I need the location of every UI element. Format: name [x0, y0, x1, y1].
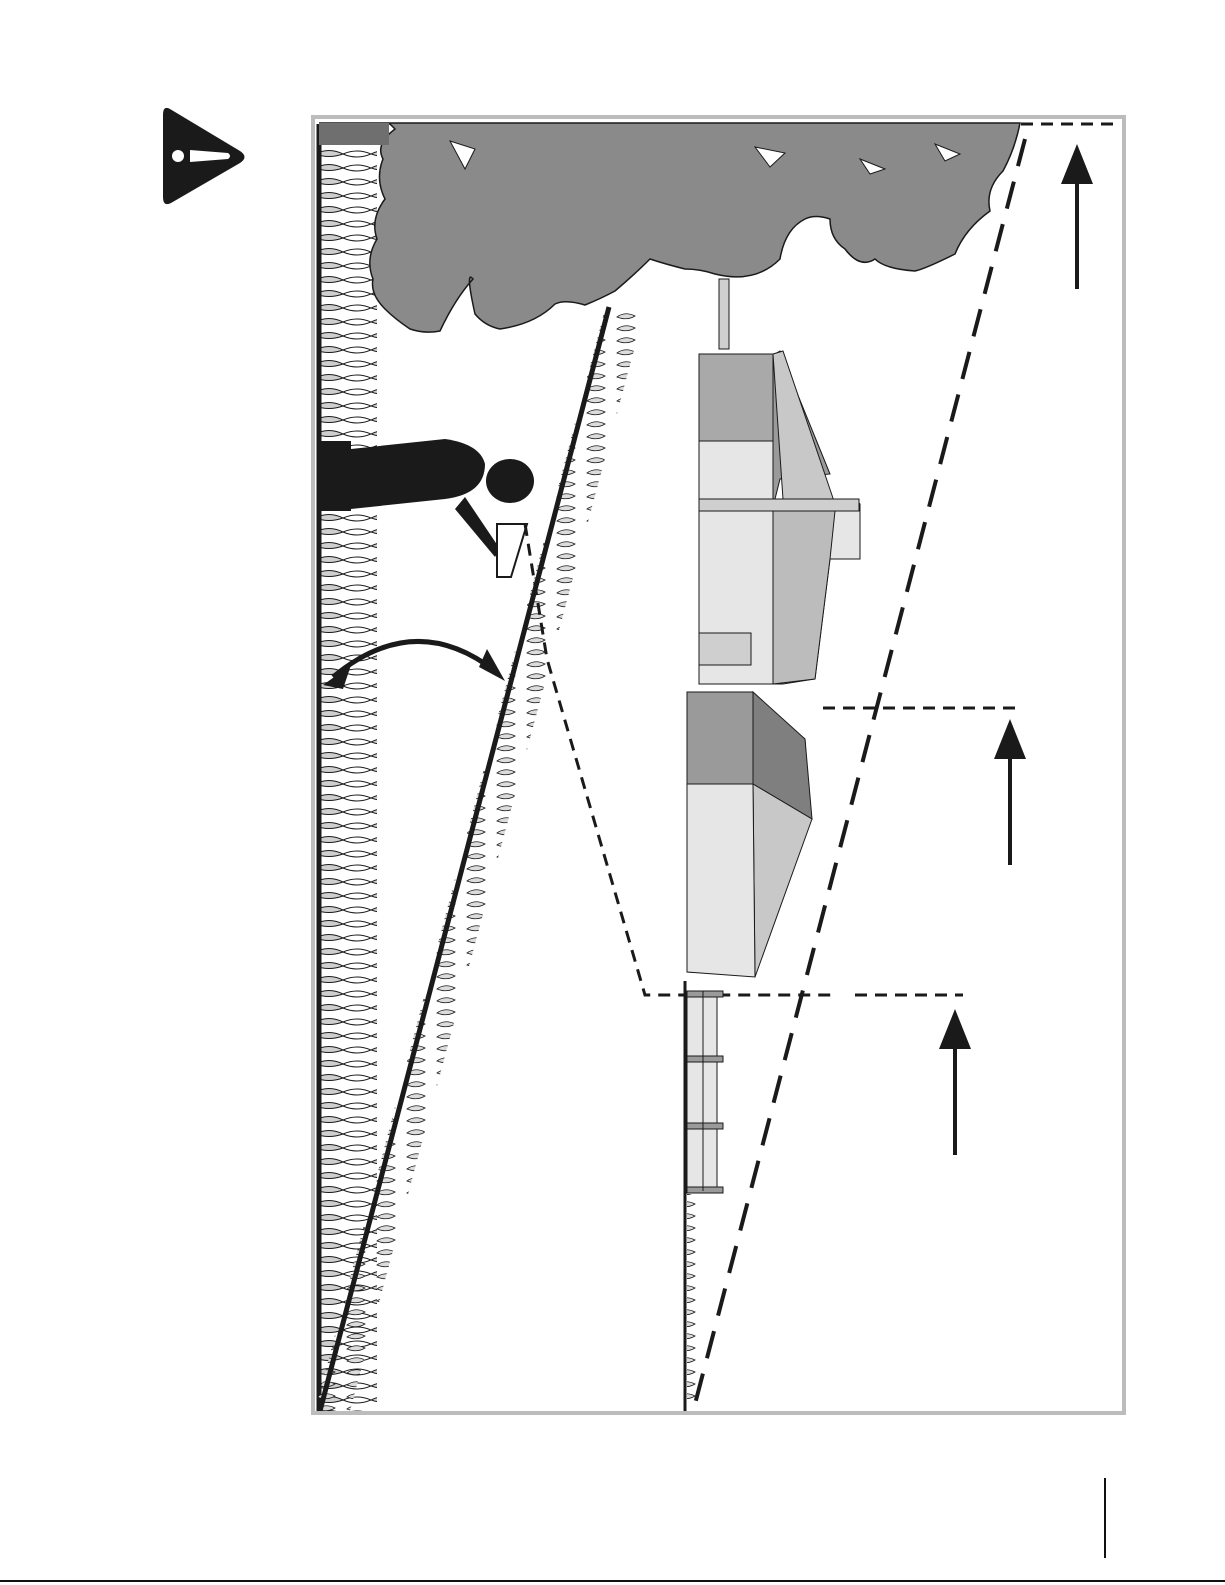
- up-arrow-icon: [939, 1009, 971, 1155]
- tree-canopy-icon: [319, 123, 1020, 332]
- warning-triangle-icon: [160, 104, 250, 208]
- page-marker-rule: [1104, 1478, 1106, 1558]
- fence-grass: [687, 1194, 701, 1404]
- page-bottom-rule: [0, 1580, 1225, 1582]
- up-arrow-icon: [994, 719, 1026, 865]
- sprayer: [497, 524, 527, 577]
- house-icon: [687, 351, 860, 977]
- up-arrow-icon: [1061, 144, 1093, 289]
- fence-icon: [685, 981, 723, 1411]
- clearance-diagram: [315, 119, 1122, 1411]
- diagram-frame: [311, 115, 1126, 1415]
- tree-trunk: [719, 279, 729, 349]
